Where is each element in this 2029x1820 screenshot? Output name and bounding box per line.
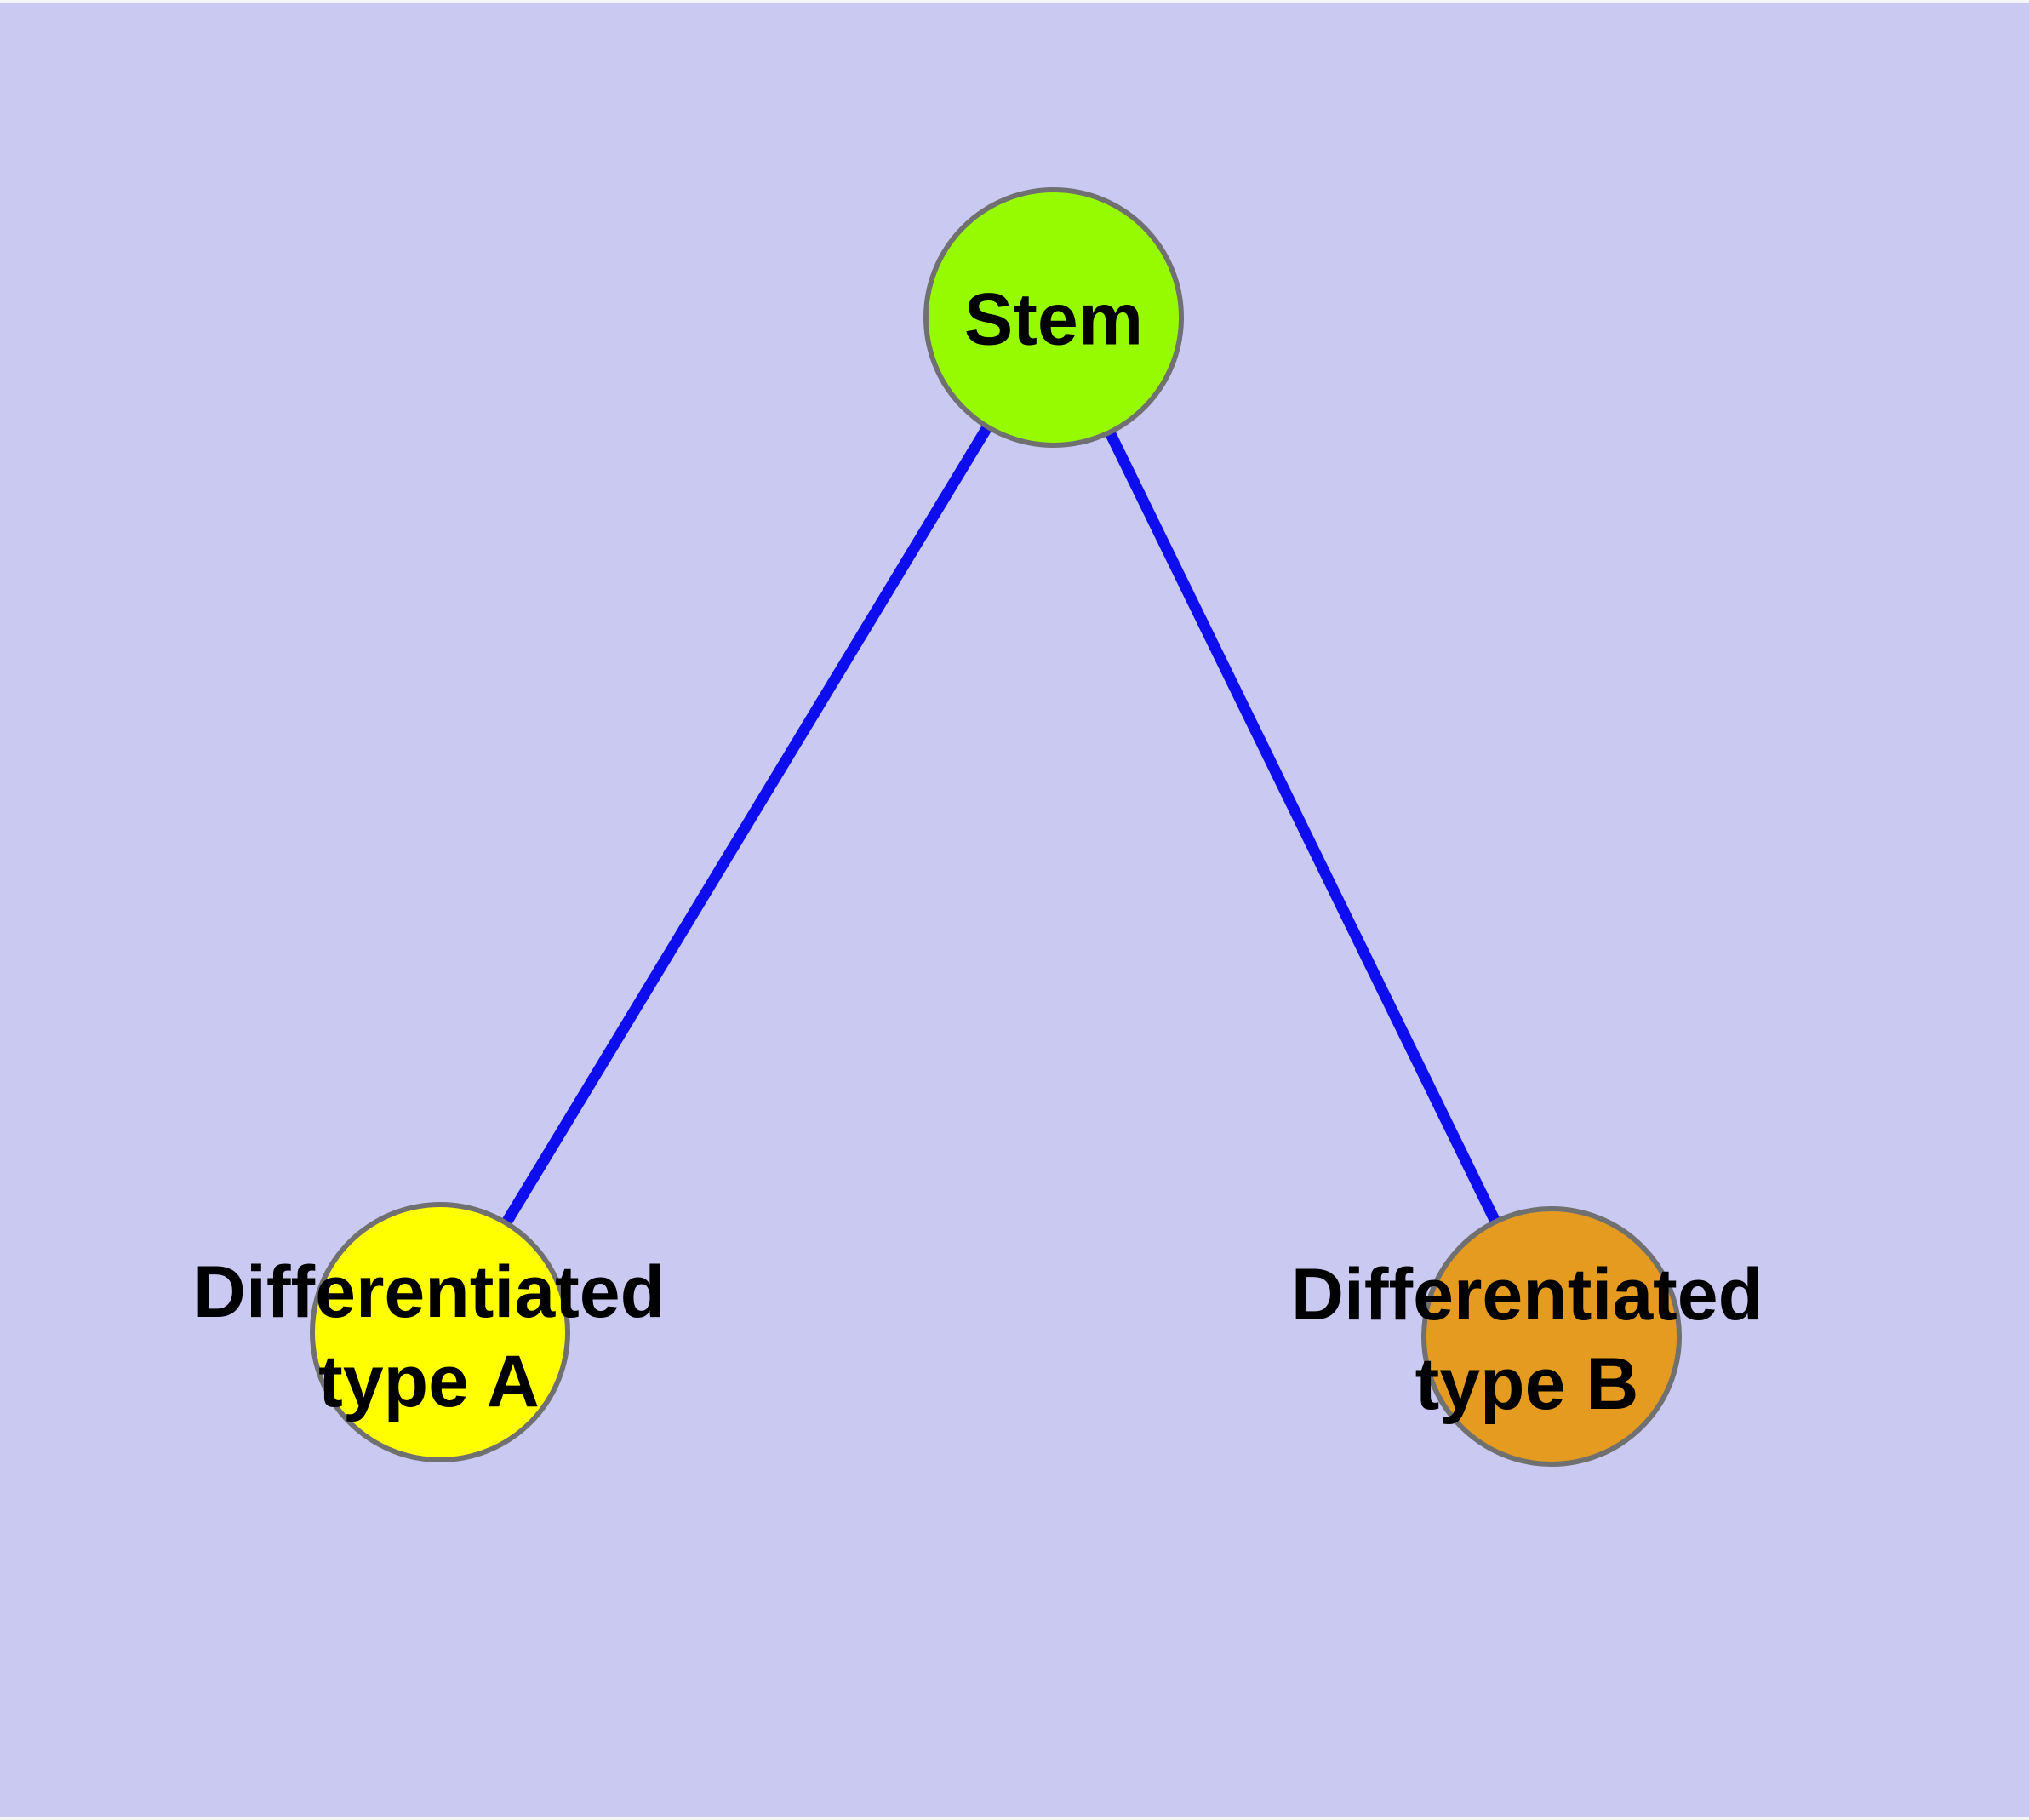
node-type-b-label-line1: Differentiated — [1290, 1254, 1763, 1336]
node-type-a-label-line2: type A — [318, 1341, 540, 1422]
node-differentiated-type-b — [1421, 1206, 1682, 1467]
edge-stem-to-type-a — [435, 314, 1059, 1336]
node-stem-label: Stem — [963, 278, 1144, 361]
node-type-a-label-line1: Differentiated — [192, 1251, 666, 1334]
node-stem — [923, 187, 1184, 448]
node-type-b-label: Differentiated type B — [1291, 1251, 1763, 1429]
edge-stem-to-type-b — [1049, 315, 1557, 1339]
node-type-a-label: Differentiated type A — [193, 1248, 665, 1427]
bottom-edge-hairline — [0, 1817, 2029, 1820]
node-type-b-label-line2: type B — [1415, 1343, 1639, 1425]
top-edge-hairline — [0, 0, 2029, 3]
node-differentiated-type-a — [310, 1202, 570, 1462]
